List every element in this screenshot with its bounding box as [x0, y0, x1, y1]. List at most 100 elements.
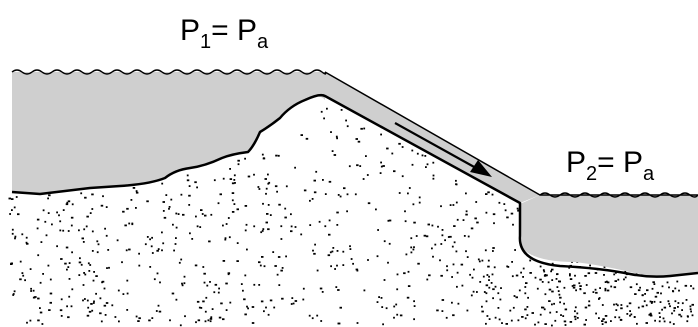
sediment-dot	[244, 229, 247, 232]
sediment-dot	[90, 303, 93, 305]
sediment-dot	[427, 223, 430, 226]
sediment-dot	[151, 317, 154, 319]
sediment-dot	[151, 236, 153, 239]
sediment-dot	[549, 311, 552, 314]
sediment-dot	[202, 266, 205, 268]
sediment-dot	[629, 310, 631, 312]
sediment-dot	[466, 256, 469, 258]
sediment-dot	[128, 248, 131, 251]
sediment-dot	[676, 280, 679, 283]
sediment-dot	[82, 241, 85, 243]
sediment-dot	[59, 309, 63, 312]
sediment-stipple	[8, 107, 695, 327]
sediment-dot	[445, 316, 448, 319]
sediment-dot	[564, 308, 568, 311]
sediment-dot	[661, 285, 664, 288]
sediment-dot	[194, 264, 198, 267]
sediment-dot	[345, 119, 347, 122]
sediment-dot	[84, 298, 86, 300]
sediment-dot	[425, 235, 429, 238]
sediment-dot	[267, 228, 270, 231]
sediment-dot	[229, 301, 232, 304]
sediment-dot	[421, 154, 424, 157]
sediment-dot	[441, 234, 444, 237]
sediment-dot	[411, 149, 414, 152]
sediment-dot	[258, 284, 261, 286]
sediment-dot	[237, 163, 240, 166]
sediment-dot	[431, 247, 433, 250]
sediment-dot	[601, 320, 604, 322]
sediment-dot	[211, 308, 214, 310]
sediment-dot	[615, 271, 617, 274]
sediment-dot	[418, 196, 421, 199]
sediment-dot	[387, 219, 390, 222]
sediment-dot	[247, 307, 249, 310]
sediment-dot	[598, 298, 600, 300]
sediment-dot	[350, 258, 353, 260]
sediment-dot	[455, 201, 458, 204]
sediment-dot	[357, 140, 361, 143]
sediment-dot	[645, 304, 648, 307]
sediment-dot	[233, 203, 236, 205]
sediment-dot	[541, 306, 543, 309]
sediment-dot	[465, 213, 468, 216]
sediment-dot	[629, 314, 631, 317]
sediment-dot	[649, 300, 652, 303]
sediment-dot	[88, 270, 91, 272]
sediment-dot	[423, 234, 427, 237]
sediment-dot	[455, 183, 458, 186]
sediment-dot	[362, 178, 365, 180]
sediment-dot	[162, 210, 165, 212]
sediment-dot	[87, 306, 90, 309]
sediment-dot	[348, 165, 351, 168]
sediment-dot	[268, 181, 271, 184]
sediment-dot	[543, 274, 547, 277]
sediment-dot	[272, 251, 275, 253]
sediment-dot	[537, 321, 540, 324]
sediment-dot	[375, 208, 377, 211]
sediment-dot	[138, 252, 140, 255]
sediment-dot	[156, 272, 159, 275]
sediment-dot	[67, 200, 71, 203]
sediment-dot	[472, 290, 475, 293]
sediment-dot	[157, 248, 160, 250]
sediment-dot	[376, 255, 379, 258]
sediment-dot	[49, 278, 52, 281]
sediment-dot	[503, 203, 506, 205]
sediment-dot	[573, 284, 576, 287]
sediment-dot	[630, 313, 633, 316]
sediment-dot	[13, 206, 16, 209]
sediment-dot	[175, 226, 178, 229]
sediment-dot	[258, 261, 261, 264]
sediment-dot	[233, 179, 236, 181]
sediment-dot	[225, 309, 228, 311]
sediment-dot	[467, 235, 470, 238]
sediment-dot	[492, 297, 494, 300]
sediment-dot	[488, 318, 491, 320]
sediment-dot	[62, 229, 65, 232]
sediment-dot	[603, 266, 606, 268]
sediment-dot	[335, 135, 338, 138]
flow-arrow	[394, 122, 492, 177]
sediment-dot	[543, 308, 546, 311]
sediment-dot	[603, 274, 605, 276]
sediment-dot	[162, 201, 165, 203]
sediment-dot	[610, 320, 612, 322]
sediment-dot	[487, 191, 490, 194]
sediment-dot	[548, 288, 552, 291]
sediment-dot	[417, 262, 420, 265]
sediment-dot	[135, 191, 139, 194]
sediment-dot	[681, 309, 683, 311]
sediment-dot	[30, 287, 32, 290]
sediment-dot	[195, 321, 197, 324]
sediment-dot	[273, 306, 276, 309]
sediment-dot	[222, 224, 224, 227]
sediment-dot	[198, 306, 201, 309]
sediment-dot	[576, 312, 579, 315]
sediment-dot	[673, 309, 676, 312]
sediment-dot	[669, 305, 671, 308]
sediment-dot	[83, 272, 85, 274]
sediment-dot	[267, 182, 270, 185]
downstream-water	[520, 195, 698, 277]
sediment-dot	[606, 280, 608, 283]
